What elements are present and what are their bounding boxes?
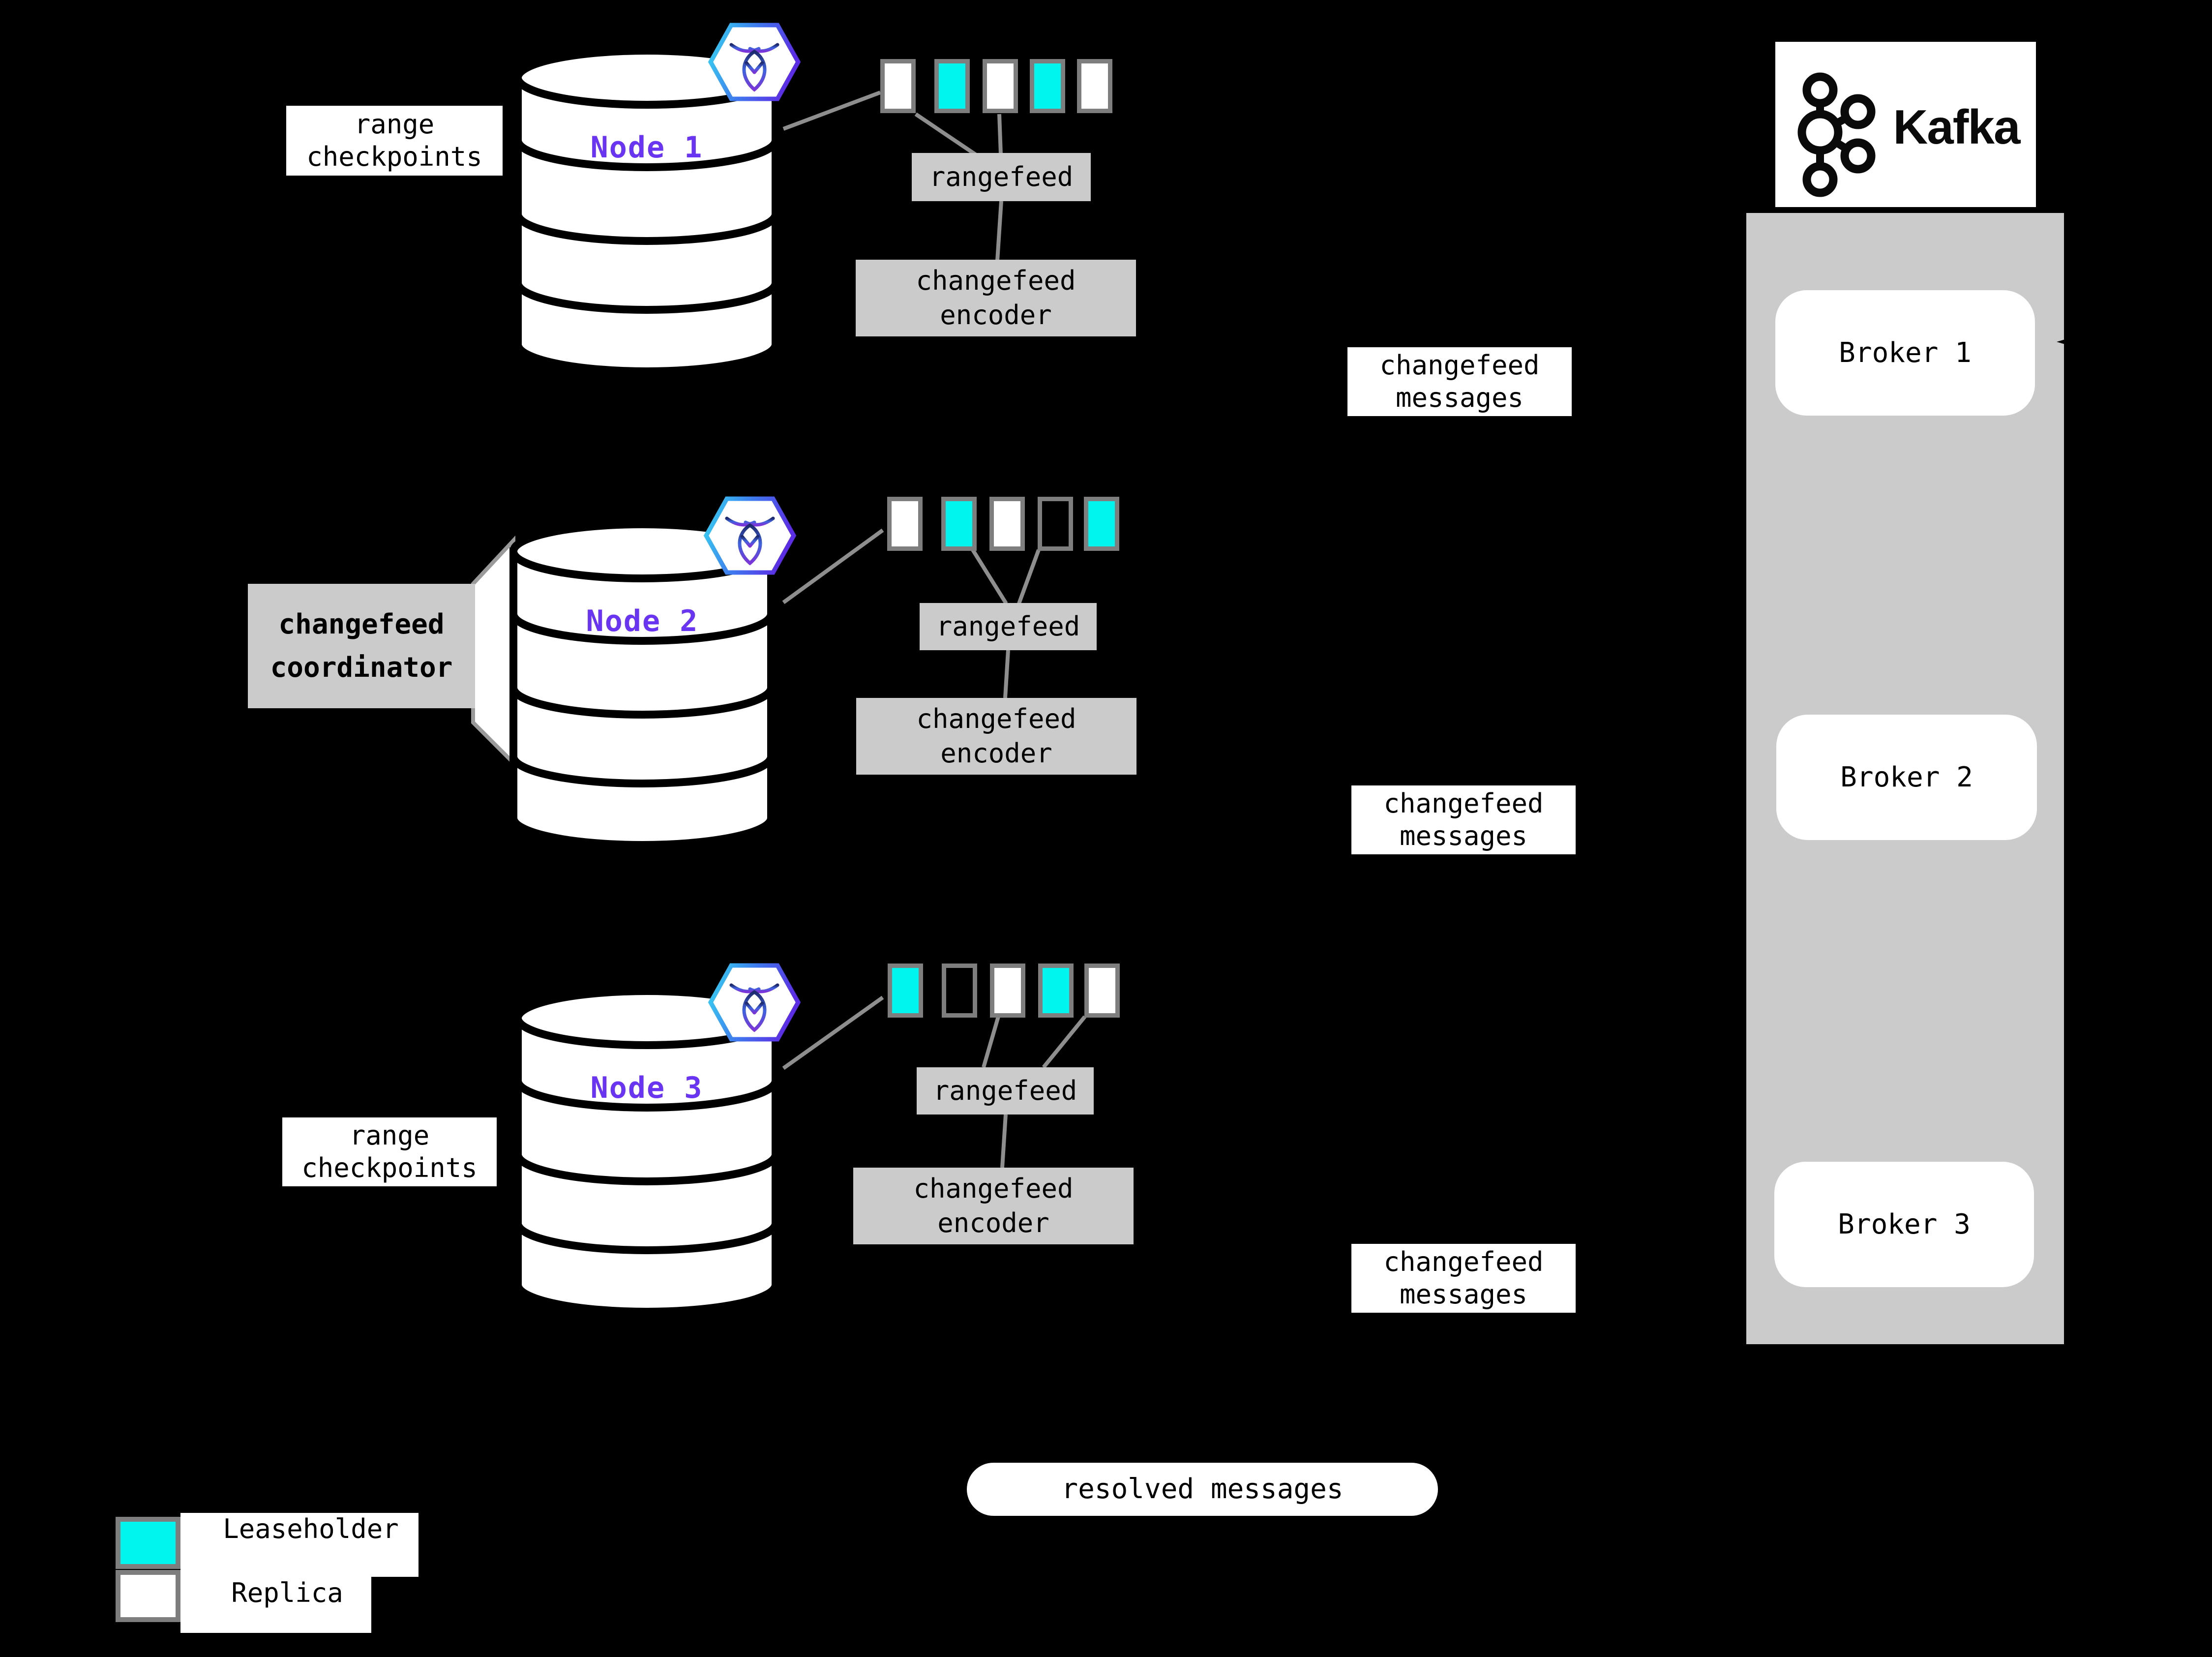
node-label: Node 3 bbox=[590, 1071, 703, 1105]
changefeed-messages-label: changefeed messages bbox=[1351, 785, 1576, 854]
broker-box: Broker 3 bbox=[1774, 1162, 2034, 1287]
rangefeed-box: rangefeed bbox=[920, 603, 1097, 650]
rangefeed-box: rangefeed bbox=[917, 1067, 1094, 1115]
range-checkpoints-label: range checkpoints bbox=[282, 1117, 497, 1186]
cockroachdb-logo-icon bbox=[708, 963, 801, 1042]
label-line: changefeed bbox=[913, 1173, 1074, 1204]
changefeed-messages-label: changefeed messages bbox=[1351, 1244, 1576, 1313]
label-line: checkpoints bbox=[306, 141, 482, 172]
node-label: Node 2 bbox=[586, 604, 699, 638]
range-box bbox=[1030, 59, 1065, 113]
range-box bbox=[1038, 497, 1073, 551]
label-line: changefeed bbox=[278, 608, 445, 640]
broker-box: Broker 2 bbox=[1776, 715, 2037, 840]
legend-swatch-replica bbox=[116, 1570, 180, 1622]
kafka-wordmark: Kafka bbox=[1893, 99, 2021, 154]
range-box bbox=[942, 964, 977, 1018]
label-line: messages bbox=[1399, 820, 1528, 851]
legend-label-replica: Replica bbox=[180, 1577, 371, 1633]
broker-box: Broker 1 bbox=[1775, 290, 2035, 416]
range-box bbox=[1084, 497, 1119, 551]
changefeed-encoder-box: changefeed encoder bbox=[853, 1168, 1134, 1244]
legend-label-leaseholder: Leaseholder bbox=[180, 1513, 418, 1577]
changefeed-encoder-box: changefeed encoder bbox=[856, 260, 1136, 336]
node-1-cylinder bbox=[514, 47, 779, 375]
label-line: encoder bbox=[940, 300, 1052, 331]
range-box bbox=[888, 964, 923, 1018]
label-line: messages bbox=[1399, 1279, 1528, 1310]
range-box bbox=[1077, 59, 1112, 113]
node-2-cylinder bbox=[509, 520, 775, 849]
kafka-logo-icon bbox=[1797, 72, 1876, 197]
rangefeed-box: rangefeed bbox=[912, 153, 1091, 201]
label-line: changefeed bbox=[916, 265, 1076, 296]
resolved-messages-pill: resolved messages bbox=[967, 1463, 1438, 1516]
range-box bbox=[887, 497, 923, 551]
label-line: coordinator bbox=[270, 651, 453, 684]
range-box bbox=[941, 497, 977, 551]
label-line: checkpoints bbox=[301, 1152, 478, 1183]
range-box bbox=[1038, 964, 1074, 1018]
changefeed-coordinator-label: changefeed coordinator bbox=[248, 584, 475, 708]
node-3-cylinder bbox=[514, 987, 779, 1316]
changefeed-messages-label: changefeed messages bbox=[1347, 347, 1572, 416]
label-line: changefeed bbox=[1379, 350, 1540, 381]
node-label: Node 1 bbox=[590, 130, 703, 165]
label-line: encoder bbox=[937, 1207, 1049, 1238]
label-line: range bbox=[349, 1120, 430, 1151]
range-checkpoints-label: range checkpoints bbox=[286, 106, 503, 176]
range-box bbox=[989, 497, 1025, 551]
range-box bbox=[934, 59, 970, 113]
label-line: changefeed bbox=[1383, 1246, 1544, 1277]
label-line: changefeed bbox=[1383, 788, 1544, 819]
legend-swatch-leaseholder bbox=[116, 1517, 180, 1569]
arrowhead-icon bbox=[2057, 332, 2091, 352]
cockroachdb-logo-icon bbox=[703, 496, 797, 575]
range-box bbox=[983, 59, 1018, 113]
label-line: range bbox=[354, 109, 435, 140]
label-line: encoder bbox=[940, 738, 1052, 769]
label-line: messages bbox=[1395, 382, 1524, 413]
cockroachdb-logo-icon bbox=[708, 23, 801, 101]
changefeed-encoder-box: changefeed encoder bbox=[856, 698, 1136, 775]
range-box bbox=[880, 59, 916, 113]
range-box bbox=[990, 964, 1025, 1018]
label-line: changefeed bbox=[916, 703, 1076, 734]
coordinator-pointer bbox=[471, 535, 515, 768]
range-box bbox=[1084, 964, 1120, 1018]
